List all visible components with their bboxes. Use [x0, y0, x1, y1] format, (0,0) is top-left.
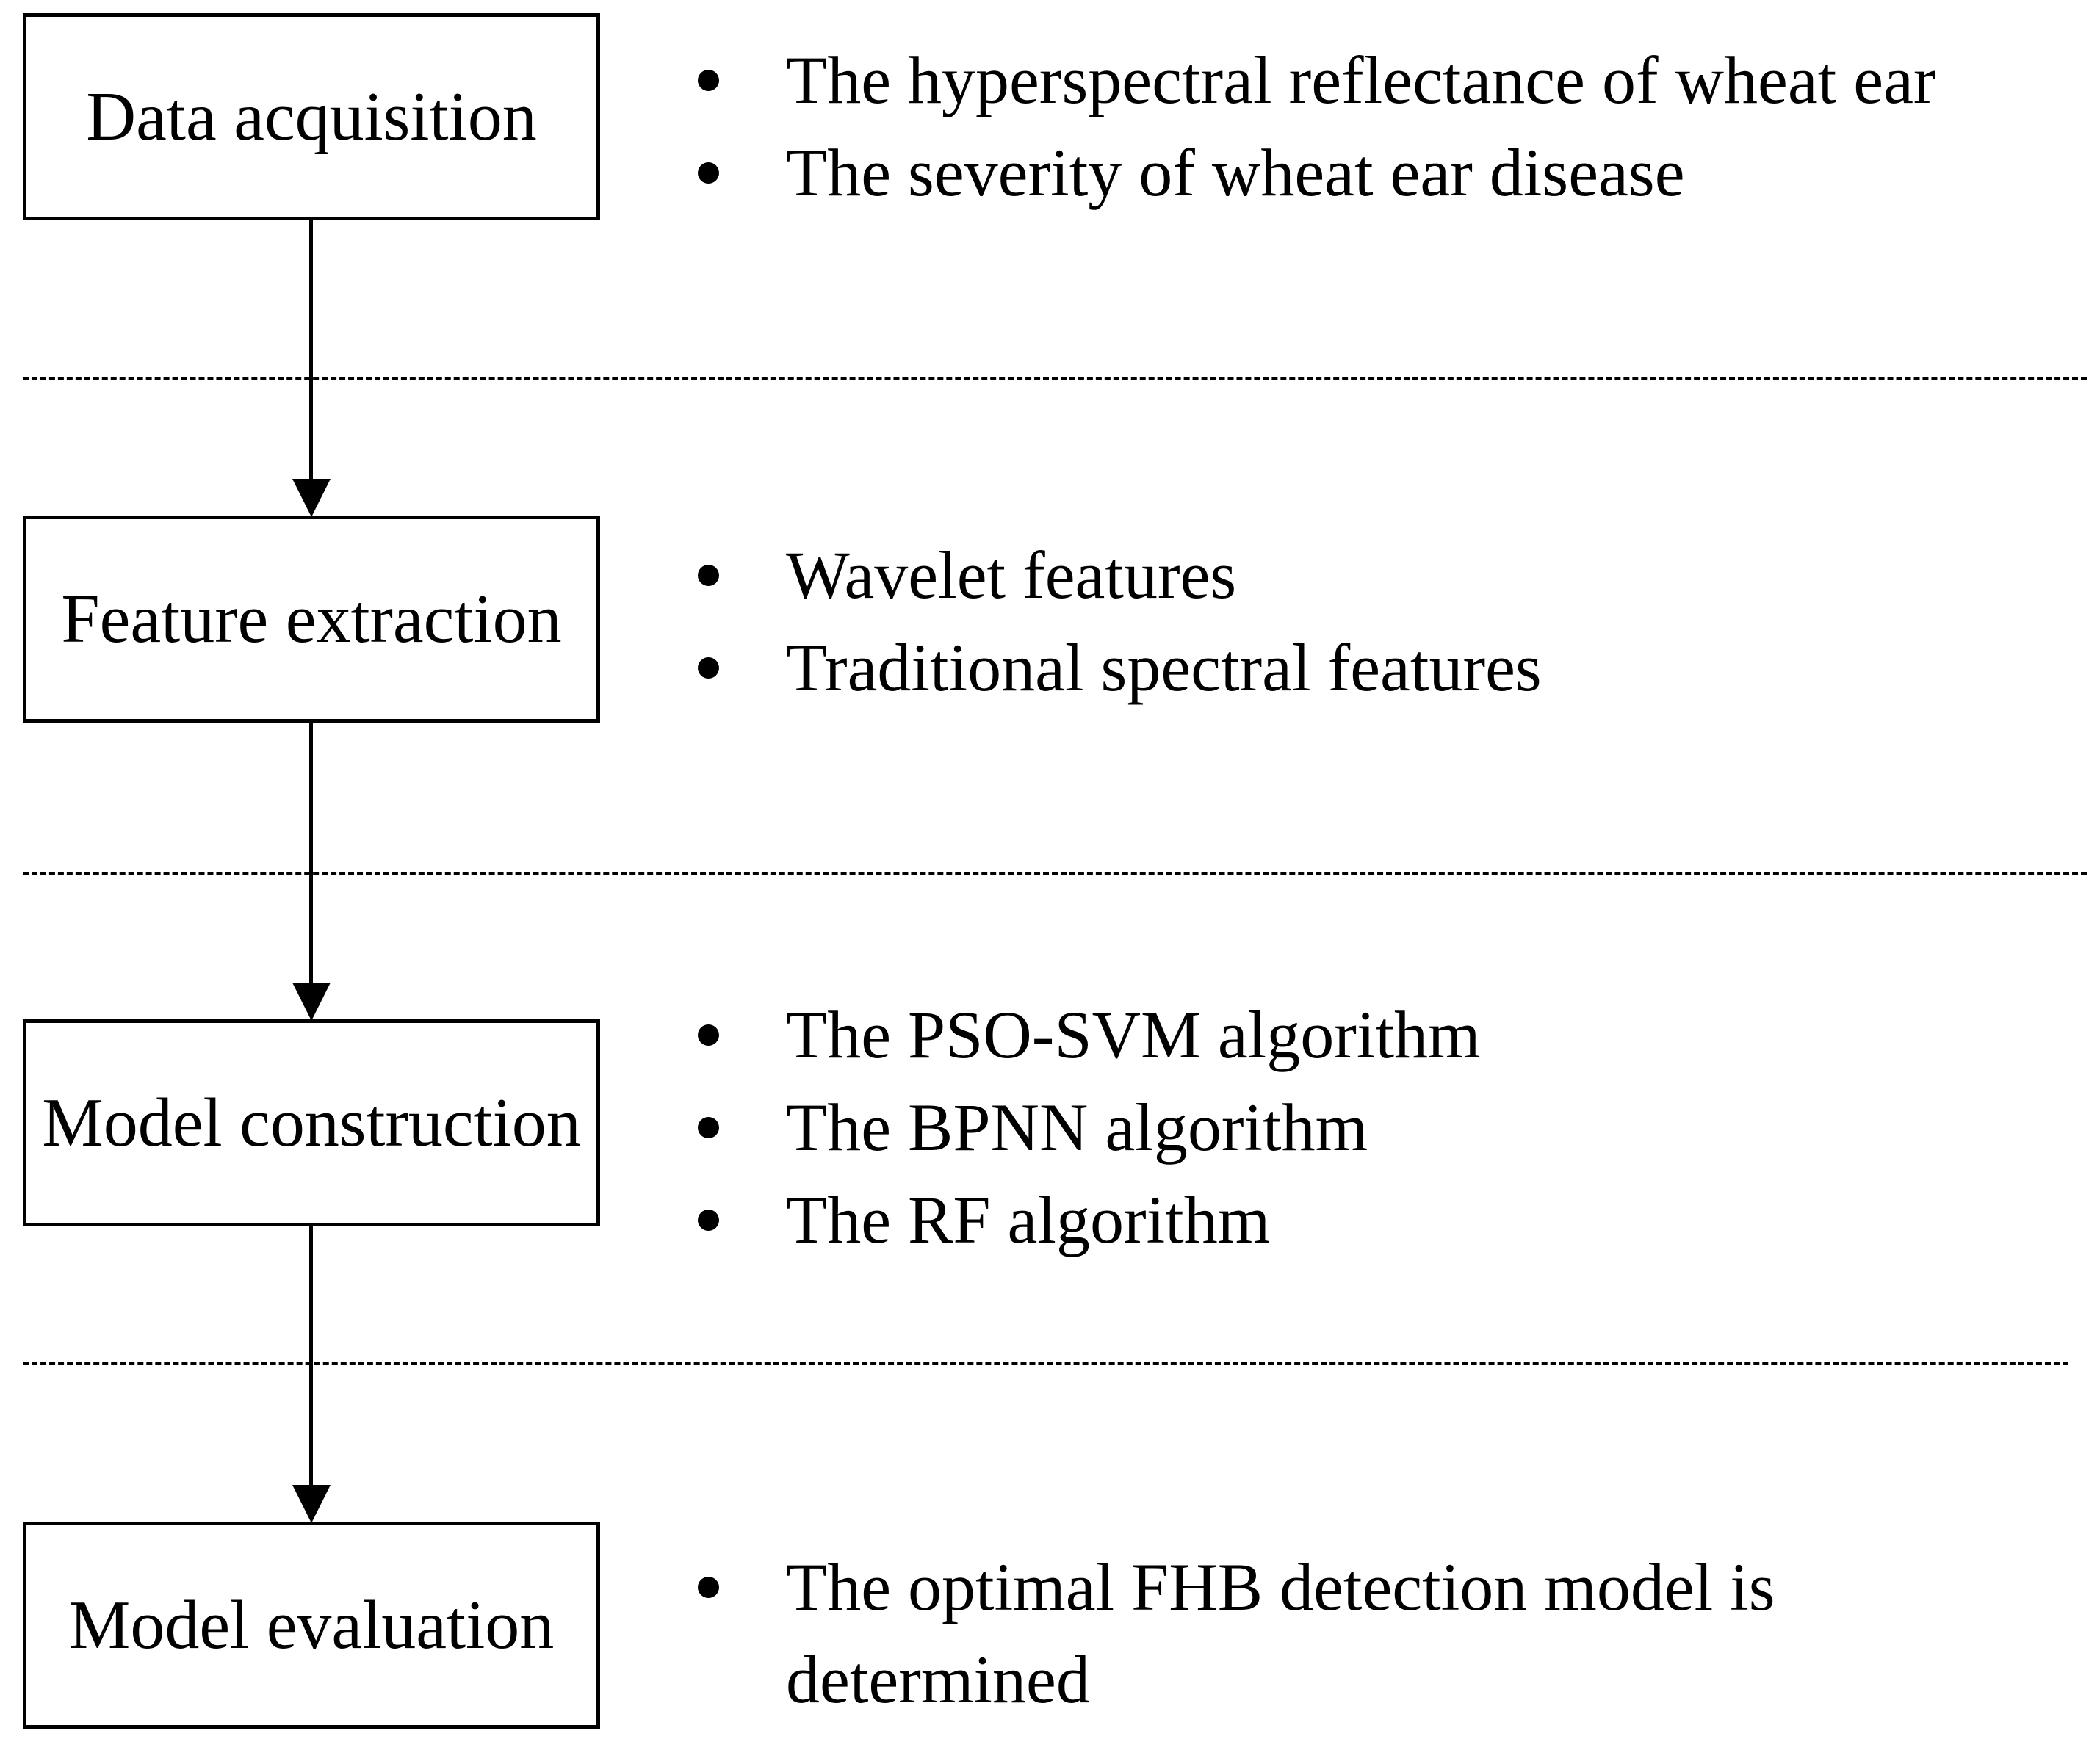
step-box-model-evaluation: Model evaluation: [23, 1522, 600, 1729]
bullet-item: The BPNN algorithm: [698, 1081, 1481, 1174]
bullet-item: The hyperspectral reflectance of wheat e…: [698, 34, 1936, 126]
step-box-feature-extraction: Feature extraction: [23, 516, 600, 723]
step-bullet-list-model-construction: The PSO-SVM algorithm The BPNN algorithm…: [698, 988, 1481, 1266]
step-label: Feature extraction: [61, 581, 562, 657]
arrow-down-icon: [292, 479, 331, 517]
flow-connector: [309, 723, 313, 988]
bullet-item: The RF algorithm: [698, 1174, 1481, 1266]
stage-divider: [23, 1362, 2068, 1365]
bullet-item: Traditional spectral features: [698, 621, 1542, 714]
flow-connector: [309, 1226, 313, 1491]
step-label: Model evaluation: [68, 1587, 555, 1663]
flow-connector: [309, 220, 313, 485]
step-bullet-list-model-evaluation: The optimal FHB detection model is deter…: [698, 1541, 2035, 1726]
step-box-model-construction: Model construction: [23, 1019, 600, 1226]
step-label: Model construction: [42, 1085, 581, 1161]
step-label: Data acquisition: [86, 79, 537, 155]
step-bullet-list-feature-extraction: Wavelet features Traditional spectral fe…: [698, 529, 1542, 714]
step-box-data-acquisition: Data acquisition: [23, 13, 600, 220]
bullet-item: Wavelet features: [698, 529, 1542, 621]
arrow-down-icon: [292, 983, 331, 1021]
bullet-item: The PSO-SVM algorithm: [698, 988, 1481, 1081]
bullet-item: The severity of wheat ear disease: [698, 126, 1936, 219]
bullet-item: The optimal FHB detection model is deter…: [698, 1541, 2035, 1726]
arrow-down-icon: [292, 1485, 331, 1523]
stage-divider: [23, 377, 2087, 380]
stage-divider: [23, 872, 2087, 875]
step-bullet-list-data-acquisition: The hyperspectral reflectance of wheat e…: [698, 34, 1936, 219]
